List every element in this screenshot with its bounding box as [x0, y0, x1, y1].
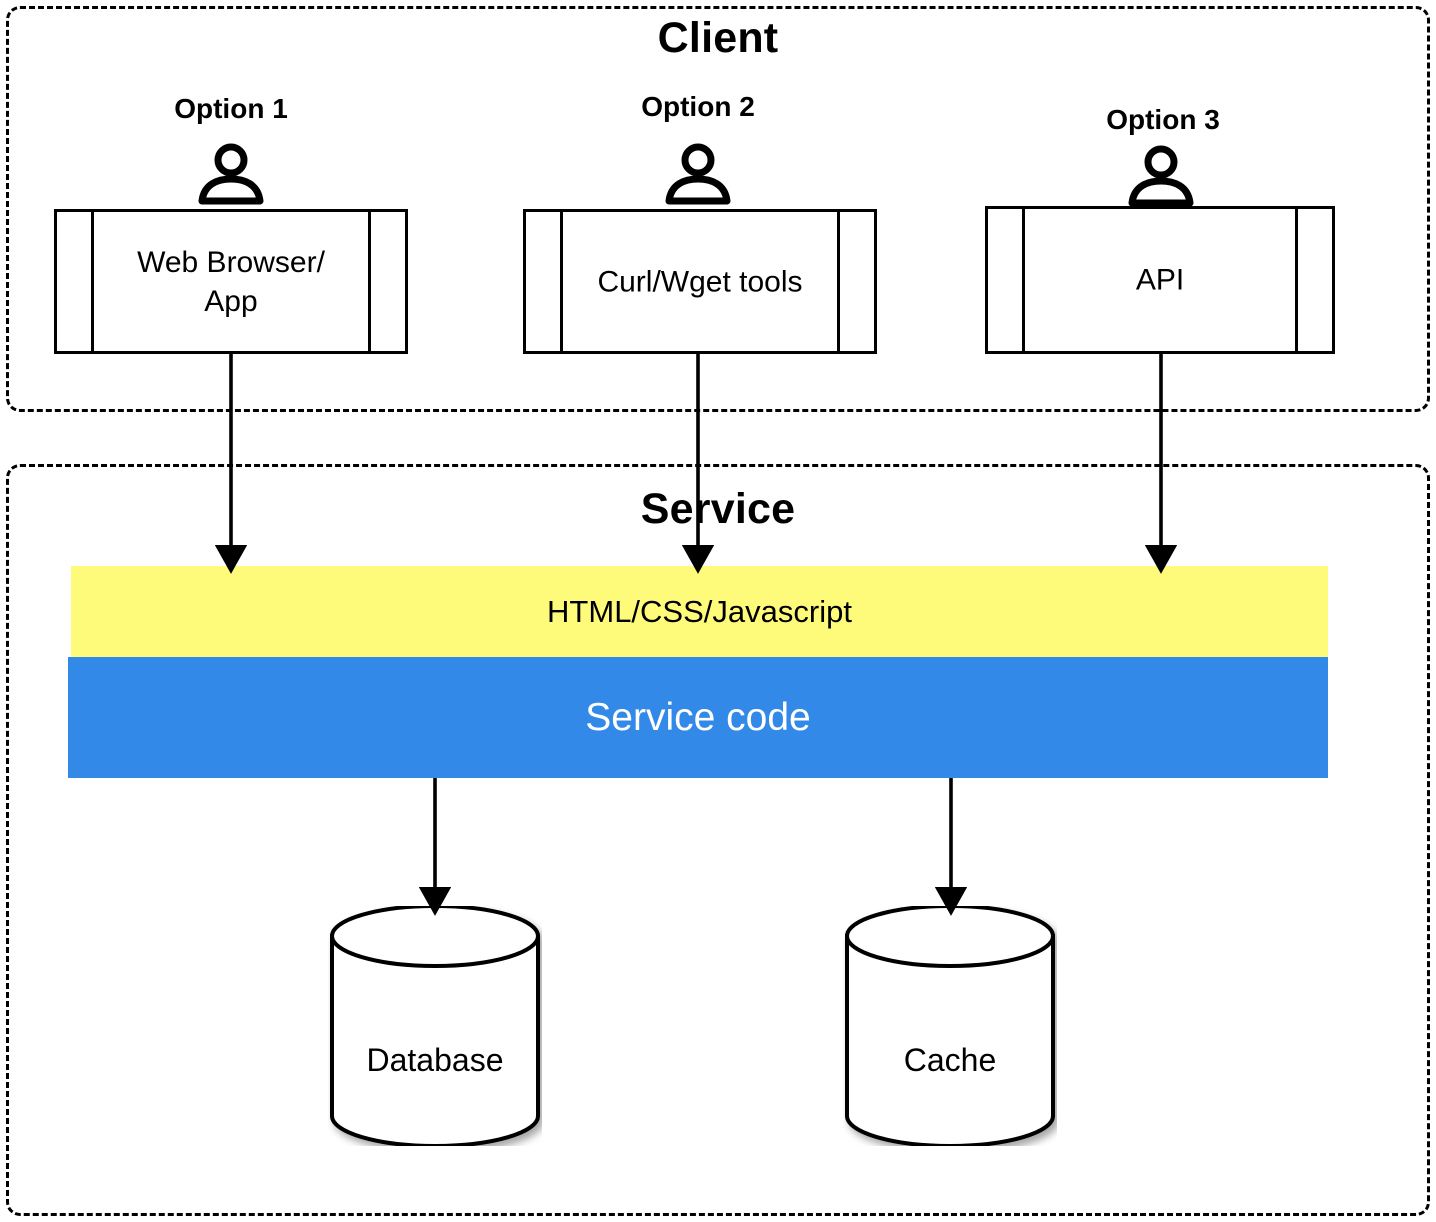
- node-divider-left: [560, 209, 563, 354]
- person-icon: [1126, 145, 1196, 207]
- service-group-title: Service: [640, 485, 796, 533]
- node-divider-right: [837, 209, 840, 354]
- node-label-line2: App: [204, 284, 258, 318]
- service-group-container: [6, 464, 1430, 1216]
- node-label-web-browser: Web Browser/ App: [97, 243, 365, 321]
- node-web-browser-app[interactable]: Web Browser/ App: [54, 209, 408, 354]
- client-group-container: [6, 6, 1430, 412]
- band-html-css-javascript[interactable]: HTML/CSS/Javascript: [71, 566, 1328, 657]
- band-service-code-label: Service code: [585, 695, 811, 739]
- datastore-database[interactable]: Database: [328, 904, 542, 1148]
- node-divider-right: [1295, 206, 1298, 354]
- node-divider-left: [1022, 206, 1025, 354]
- node-divider-left: [91, 209, 94, 354]
- datastore-cache[interactable]: Cache: [843, 904, 1057, 1148]
- band-service-code[interactable]: Service code: [68, 657, 1328, 778]
- node-label-api: API: [1135, 263, 1185, 297]
- datastore-label-database: Database: [366, 1042, 504, 1078]
- option-1-label: Option 1: [174, 93, 288, 124]
- option-3-label: Option 3: [1106, 104, 1220, 135]
- option-2-label: Option 2: [641, 91, 755, 122]
- person-icon: [196, 143, 266, 205]
- node-curl-wget-tools[interactable]: Curl/Wget tools: [523, 209, 877, 354]
- band-html-label: HTML/CSS/Javascript: [547, 593, 852, 629]
- person-icon: [663, 143, 733, 205]
- datastore-label-cache: Cache: [903, 1042, 997, 1078]
- node-label-line1: Web Browser/: [137, 245, 325, 279]
- node-api[interactable]: API: [985, 206, 1335, 354]
- client-group-title: Client: [657, 14, 779, 62]
- node-label-curl-wget: Curl/Wget tools: [597, 265, 803, 298]
- node-divider-right: [368, 209, 371, 354]
